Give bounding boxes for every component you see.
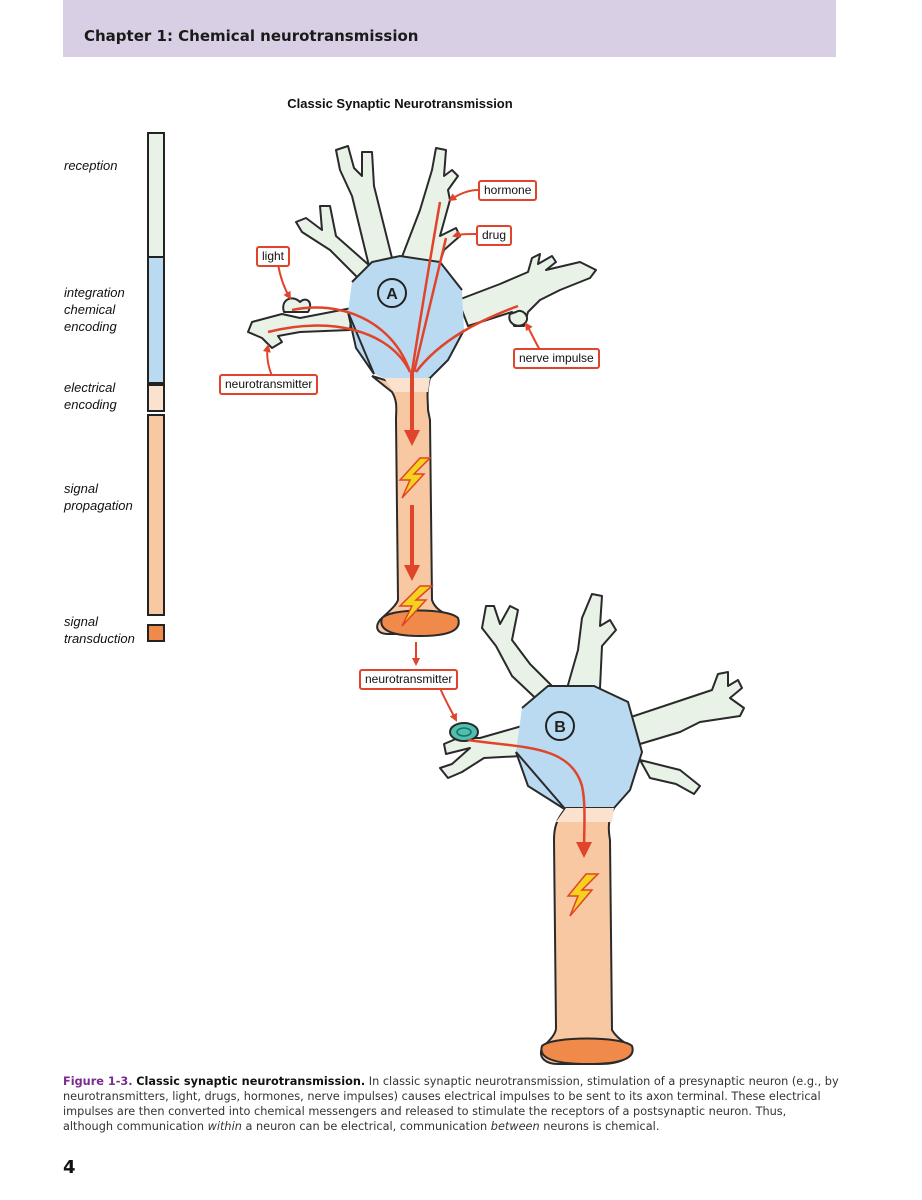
neuron-b-axon bbox=[540, 807, 634, 1065]
stage-label-electrical: electrical encoding bbox=[64, 380, 117, 412]
neuron-a-dendrites bbox=[247, 145, 597, 349]
figure-title: Classic Synaptic Neurotransmission bbox=[287, 96, 513, 111]
caption-figure-number: Figure 1-3. bbox=[63, 1075, 133, 1088]
callout-neurotransmitter-b: neurotransmitter bbox=[359, 669, 459, 690]
neuron-b: B bbox=[439, 593, 745, 1066]
callout-nerve-impulse: nerve impulse bbox=[513, 348, 600, 369]
neuron-a-circle bbox=[377, 278, 407, 308]
caption-text: a neuron can be electrical, communicatio… bbox=[241, 1120, 491, 1133]
bar-transduction bbox=[147, 624, 165, 642]
caption-text: In classic synaptic neurotransmission, s… bbox=[63, 1075, 839, 1133]
neuron-a-terminal bbox=[380, 609, 460, 638]
neuron-b-circle bbox=[545, 711, 575, 741]
neuron-b-soma bbox=[516, 686, 642, 810]
callout-drug: drug bbox=[476, 225, 513, 246]
bar-electrical bbox=[147, 384, 165, 412]
neuron-a-axon-hillock bbox=[384, 378, 430, 392]
neurotransmission-diagram: A bbox=[147, 132, 745, 1066]
neuron-a-label: A bbox=[386, 286, 398, 303]
caption-text: neurons is chemical. bbox=[539, 1120, 660, 1133]
neuron-b-signal-path bbox=[467, 738, 593, 858]
lightning-icon bbox=[566, 873, 600, 917]
neuron-b-terminal bbox=[540, 1037, 634, 1066]
page-number: 4 bbox=[63, 1157, 76, 1178]
stage-label-transduction: signal transduction bbox=[64, 614, 135, 646]
neuron-b-label: B bbox=[554, 719, 566, 736]
callout-neurotransmitter-a: neurotransmitter bbox=[219, 374, 319, 395]
bar-propagation bbox=[147, 414, 165, 616]
receptor-icon bbox=[449, 722, 479, 742]
stage-label-reception: reception bbox=[64, 158, 118, 173]
stage-label-integration: integration chemical encoding bbox=[64, 285, 125, 334]
neuron-b-soma-outline bbox=[515, 685, 644, 811]
lightning-icon bbox=[398, 457, 432, 499]
stage-color-bar bbox=[147, 132, 165, 642]
callout-light: light bbox=[256, 246, 291, 267]
caption-title: Classic synaptic neurotransmission. bbox=[136, 1075, 366, 1088]
lightning-icon bbox=[398, 585, 434, 627]
caption-emphasis: within bbox=[207, 1120, 242, 1133]
figure-caption: Figure 1-3. Classic synaptic neurotransm… bbox=[63, 1074, 839, 1134]
callout-hormone: hormone bbox=[478, 180, 538, 201]
callout-connectors bbox=[262, 189, 541, 722]
bar-integration bbox=[147, 256, 165, 384]
caption-emphasis: between bbox=[490, 1120, 540, 1133]
stage-label-propagation: signal propagation bbox=[64, 481, 133, 513]
chapter-header-band: Chapter 1: Chemical neurotransmission bbox=[63, 0, 836, 57]
neuron-a-signal-paths bbox=[267, 201, 519, 373]
chapter-title: Chapter 1: Chemical neurotransmission bbox=[84, 27, 419, 45]
neuron-a: A bbox=[247, 145, 597, 638]
bar-reception bbox=[147, 132, 165, 258]
